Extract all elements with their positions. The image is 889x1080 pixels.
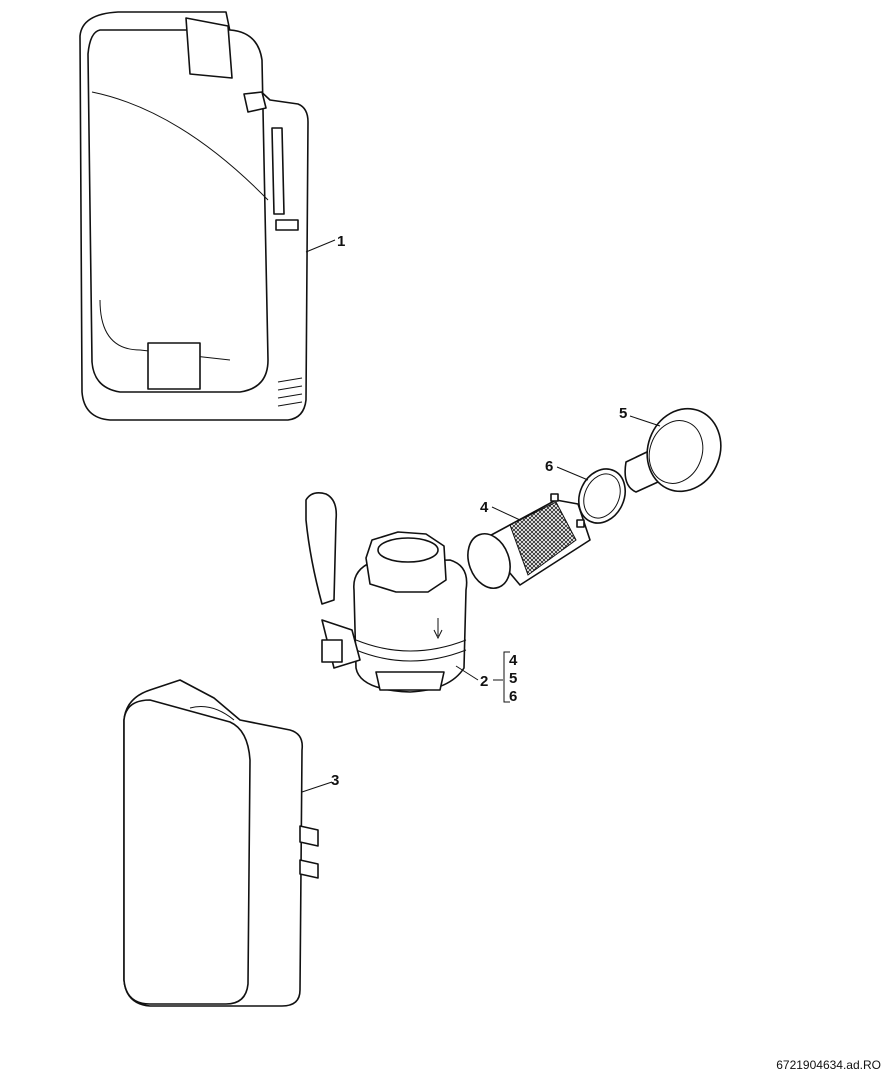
callout-3: 3 [331, 772, 339, 789]
bracket-item: 5 [509, 670, 517, 687]
leader-lines [301, 239, 661, 793]
controller-housing [79, 11, 309, 421]
callout-4: 4 [480, 499, 489, 516]
drawing-code: 6721904634.ad.RO [776, 1058, 881, 1072]
valve-cover [123, 679, 319, 1007]
union-nut [624, 407, 722, 493]
callout-6: 6 [545, 458, 553, 475]
callout-1: 1 [337, 233, 345, 250]
o-ring [578, 468, 626, 524]
callout-2: 2 [480, 673, 488, 690]
bracket-item: 6 [509, 688, 517, 705]
ball-valve [305, 492, 468, 693]
callout-5: 5 [619, 405, 627, 422]
strainer-filter [467, 493, 591, 589]
bracket-item: 4 [509, 652, 518, 669]
